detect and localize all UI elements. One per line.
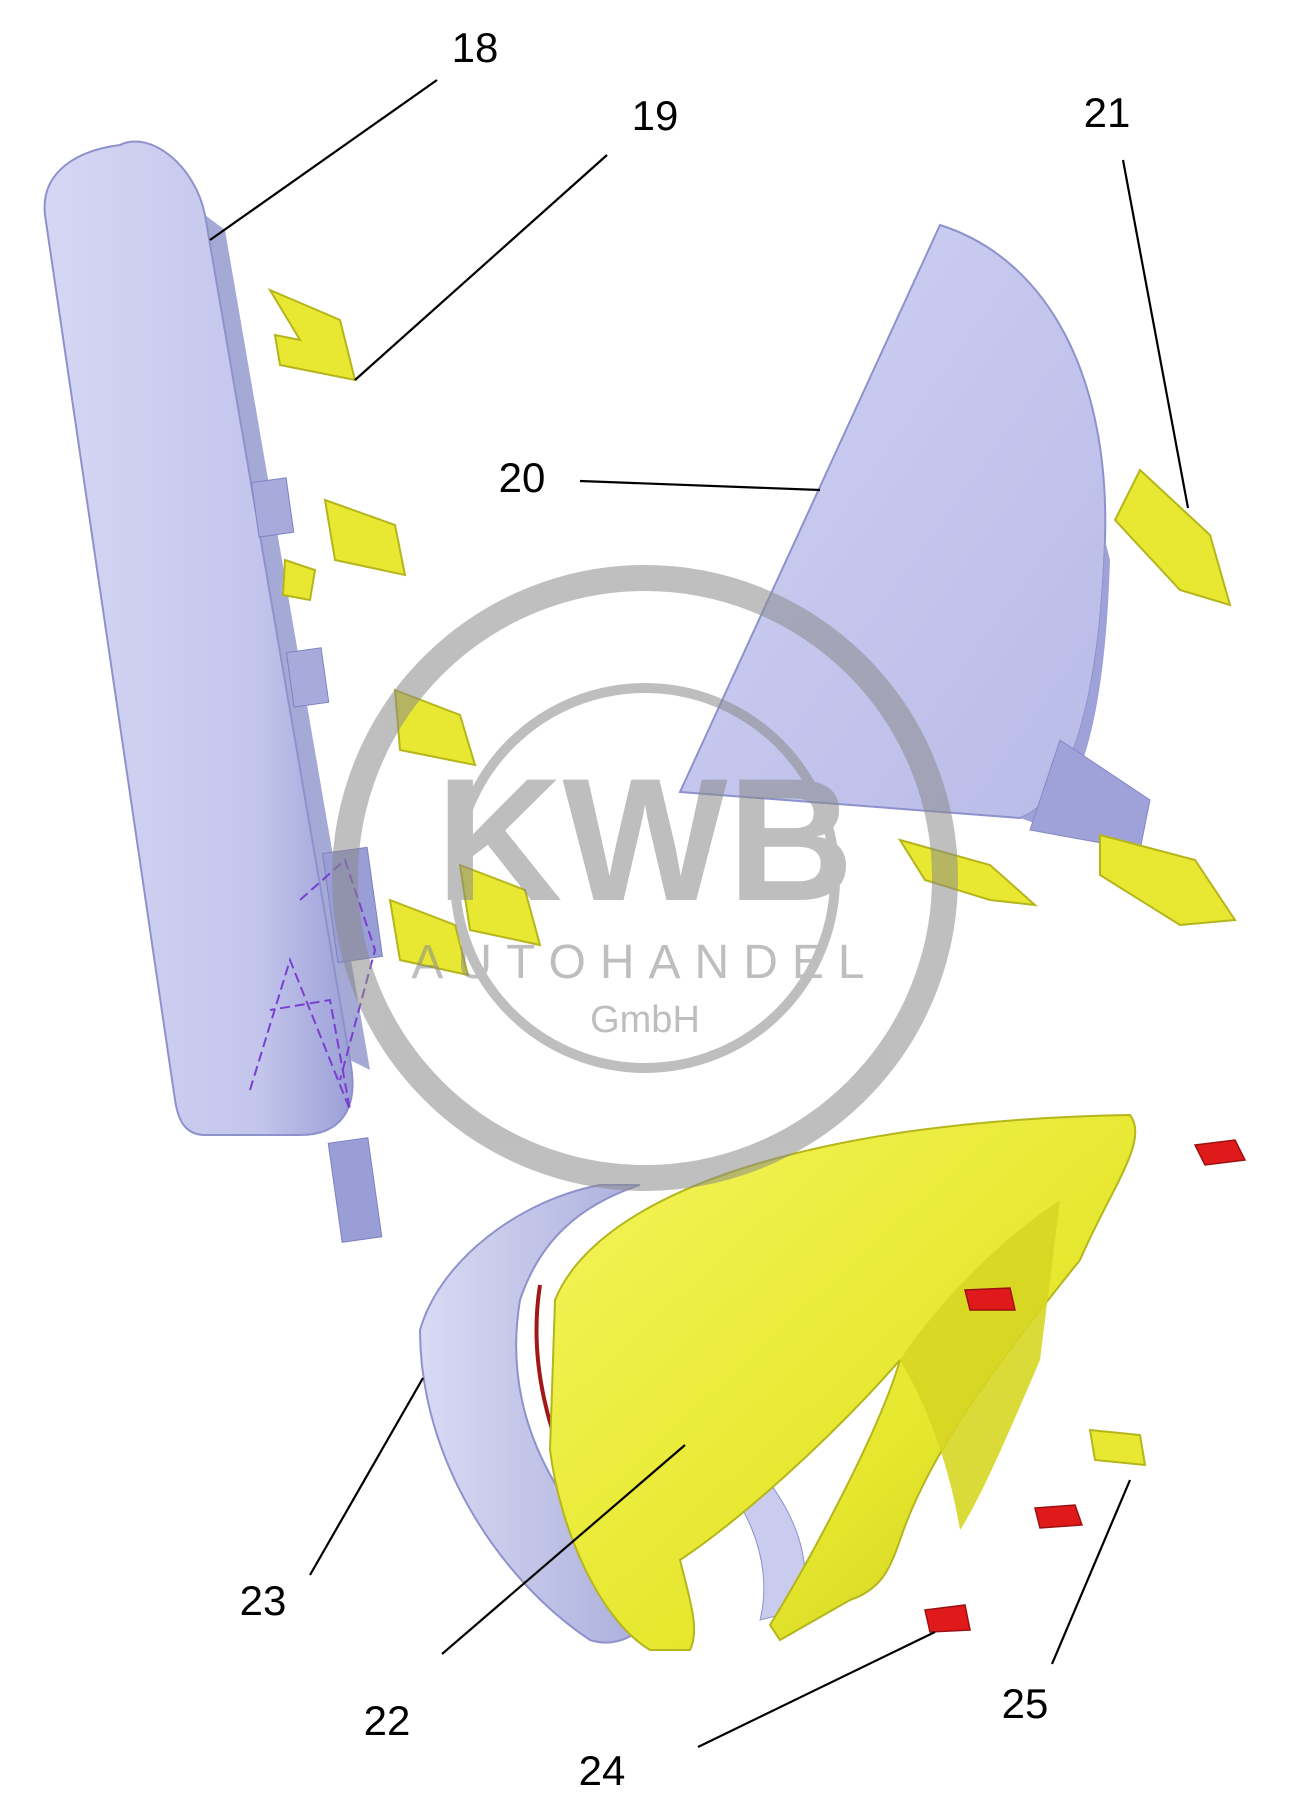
callout-24: 24 bbox=[579, 1747, 626, 1793]
callout-21: 21 bbox=[1084, 89, 1131, 136]
callout-labels: 18 19 20 21 22 23 24 25 bbox=[240, 24, 1131, 1793]
part-22-outer-cover bbox=[548, 1113, 1137, 1651]
part-24-red-clips bbox=[924, 1139, 1247, 1633]
watermark-logo: KWB bbox=[436, 743, 854, 938]
leader-lines bbox=[209, 79, 1190, 1748]
callout-22: 22 bbox=[364, 1697, 411, 1744]
watermark-line1: AUTOHANDEL bbox=[411, 936, 878, 989]
callout-23: 23 bbox=[240, 1577, 287, 1624]
kwb-watermark: KWB AUTOHANDEL GmbH bbox=[332, 565, 958, 1191]
callout-20: 20 bbox=[499, 454, 546, 501]
callout-18: 18 bbox=[452, 24, 499, 71]
callout-25: 25 bbox=[1002, 1680, 1049, 1727]
part-25-clip bbox=[1088, 1428, 1147, 1467]
part-18-cover-panel bbox=[43, 140, 383, 1243]
part-20-cover-panel bbox=[678, 223, 1151, 851]
wire-sketch-lines bbox=[249, 858, 377, 1111]
callout-19: 19 bbox=[632, 92, 679, 139]
watermark-line2: GmbH bbox=[590, 999, 700, 1041]
